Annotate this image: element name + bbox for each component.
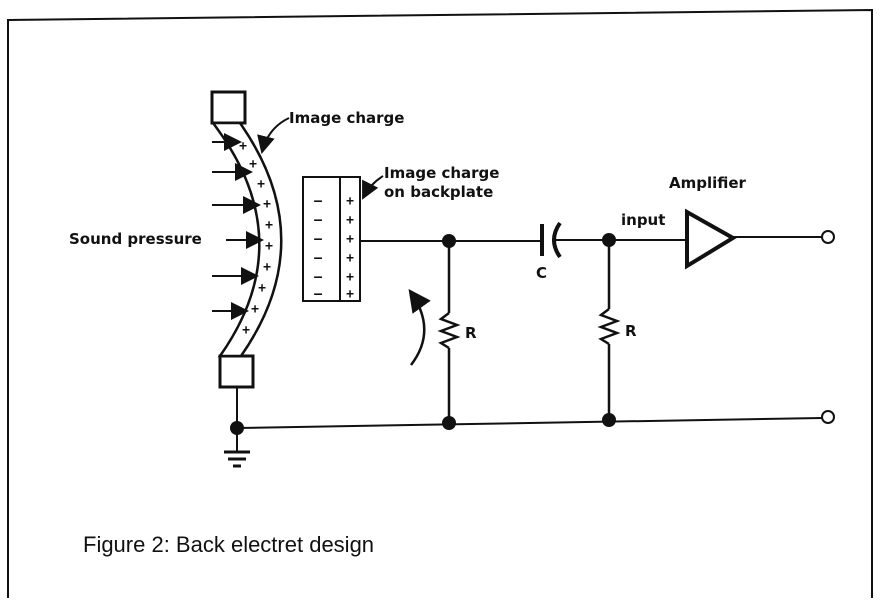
diaphragm-clamp-top [210, 90, 247, 125]
positive-charge: + [346, 270, 354, 285]
positive-charge: + [257, 177, 265, 192]
positive-charge: + [258, 281, 266, 296]
backplate [302, 176, 361, 302]
positive-charge: + [346, 232, 354, 247]
backplate-negative-charges: – – – – – – [314, 194, 322, 302]
positive-charge: + [346, 194, 354, 209]
positive-charge: + [346, 213, 354, 228]
curved-arrow [408, 288, 431, 366]
label-input: input [621, 211, 665, 229]
junction-dot [230, 421, 244, 435]
label-image-charge: Image charge [289, 109, 404, 127]
amplifier-triangle [685, 208, 737, 270]
positive-charge: + [346, 251, 354, 266]
junction-dot [602, 413, 616, 427]
positive-charge: + [346, 287, 354, 302]
negative-charge: – [314, 287, 322, 302]
negative-charge: – [314, 270, 322, 285]
ground-symbol [224, 450, 250, 468]
resistor-1 [437, 241, 461, 423]
pointer-image-charge-backplate [362, 175, 384, 200]
label-sound-pressure: Sound pressure [69, 230, 202, 248]
label-image-charge-backplate-line2: on backplate [384, 183, 493, 201]
positive-charge: + [249, 157, 257, 172]
figure-frame [7, 8, 873, 598]
positive-charge: + [265, 218, 273, 233]
label-capacitor: C [536, 264, 547, 282]
positive-charge: + [242, 323, 250, 338]
positive-charge: + [239, 139, 247, 154]
negative-charge: – [314, 194, 322, 209]
positive-charge: + [251, 302, 259, 317]
negative-charge: – [314, 213, 322, 228]
positive-charge: + [265, 239, 273, 254]
label-resistor-2: R [625, 322, 637, 340]
negative-charge: – [314, 251, 322, 266]
ground-wiring [236, 387, 823, 452]
output-terminal-bottom [821, 410, 835, 424]
pointer-image-charge [257, 117, 290, 154]
capacitor [540, 221, 562, 259]
backplate-positive-charges: + + + + + + [346, 194, 354, 302]
label-resistor-1: R [465, 324, 477, 342]
output-terminal-top [821, 230, 835, 244]
positive-charge: + [263, 197, 271, 212]
junction-dot [442, 234, 456, 248]
diaphragm-charges: + + + + + + + + + + [239, 139, 273, 338]
junction-dot [442, 416, 456, 430]
negative-charge: – [314, 232, 322, 247]
figure-caption: Figure 2: Back electret design [83, 532, 374, 557]
diaphragm-clamp-bottom [218, 354, 255, 389]
signal-wiring [360, 236, 822, 242]
wire [236, 417, 823, 429]
label-amplifier: Amplifier [669, 174, 747, 192]
label-image-charge-backplate-line1: Image charge [384, 164, 499, 182]
resistor-2 [597, 240, 621, 420]
junction-dot [602, 233, 616, 247]
positive-charge: + [263, 260, 271, 275]
sound-pressure-arrows [212, 133, 264, 320]
junction-dots [230, 233, 616, 435]
